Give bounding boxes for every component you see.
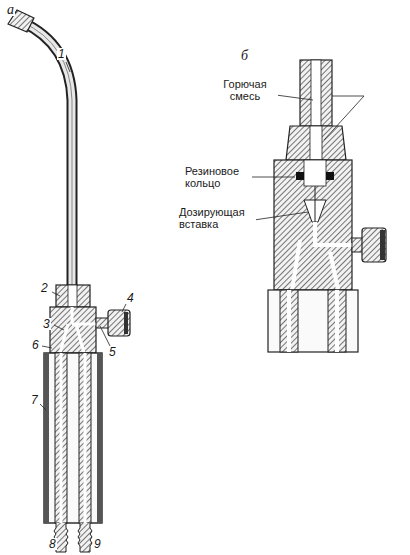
mixer-tube [300, 60, 332, 126]
tube [22, 22, 72, 286]
panel-letter: а [6, 4, 15, 16]
sleeve-wall [97, 353, 102, 523]
valve-knob [362, 228, 386, 262]
gas-channels [292, 222, 352, 290]
part-label: Дозирующая вставка [178, 206, 256, 230]
tube-bore [22, 22, 72, 286]
nut-bore [68, 285, 77, 307]
leader-lines [40, 62, 126, 410]
rubber-ring [326, 172, 334, 180]
fuel-tube [79, 353, 91, 523]
callout-number: 3 [42, 318, 51, 330]
callout-number: 8 [48, 538, 57, 550]
callout-number: 4 [126, 292, 135, 304]
mixture-channel [311, 60, 321, 126]
rubber-ring [296, 172, 304, 180]
callout-number: 6 [31, 339, 40, 351]
sleeve-wall [44, 353, 49, 523]
handle-sleeve [44, 353, 102, 523]
callout-number: 9 [93, 538, 102, 550]
leader-lines [250, 95, 364, 220]
callout-number: 2 [40, 282, 49, 294]
knob-face [124, 312, 128, 334]
callout-number: 7 [30, 394, 39, 406]
callout-number: 5 [108, 346, 117, 358]
valve-body [274, 160, 352, 290]
union-nut [56, 285, 90, 307]
gas-channels [60, 307, 100, 353]
union-nut [286, 126, 346, 160]
hose-nipple [78, 523, 92, 552]
oxygen-tube [55, 353, 67, 523]
tube-axis [22, 22, 72, 286]
panel-letter: б [240, 50, 249, 62]
injector-seat [304, 160, 326, 186]
handle-sleeve [268, 290, 358, 352]
part-label: Горючая смесь [212, 78, 278, 102]
valve-knob [108, 310, 130, 336]
part-label: Резиновое кольцо [184, 165, 252, 189]
callout-number: 1 [57, 48, 66, 60]
